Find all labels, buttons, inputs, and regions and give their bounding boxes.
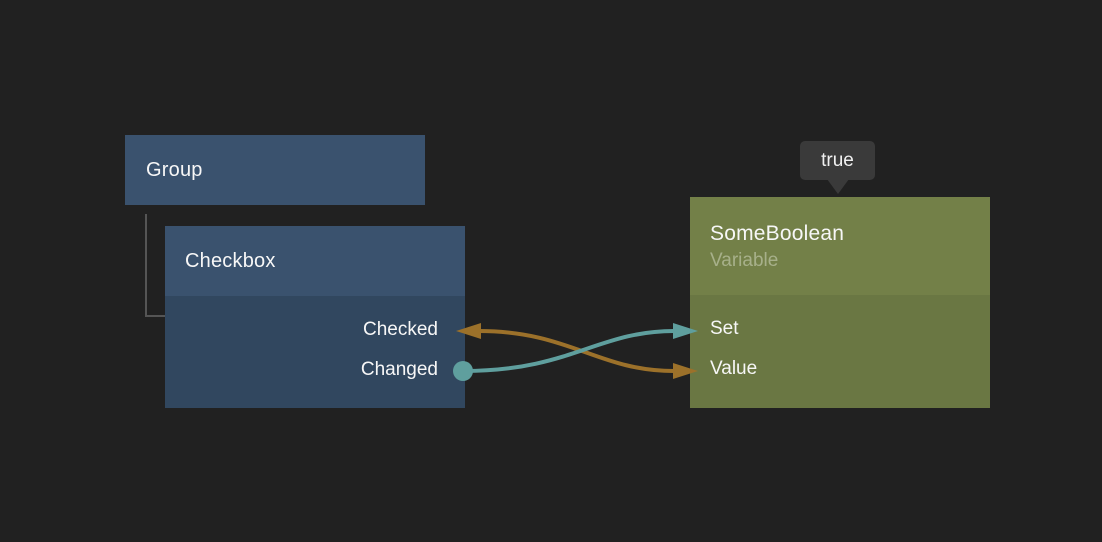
hierarchy-connector-vertical: [145, 214, 147, 317]
node-someboolean[interactable]: SomeBoolean Variable Set Value: [690, 197, 990, 408]
someboolean-node-body: Set Value: [690, 295, 990, 408]
port-checked-label: Checked: [363, 319, 438, 340]
port-set[interactable]: Set: [690, 309, 990, 349]
someboolean-node-header[interactable]: SomeBoolean Variable: [690, 197, 990, 295]
port-changed[interactable]: Changed: [165, 350, 465, 390]
port-set-label: Set: [710, 318, 739, 339]
checkbox-node-header[interactable]: Checkbox: [165, 226, 465, 296]
checkbox-node-title: Checkbox: [185, 249, 276, 272]
port-value[interactable]: Value: [690, 349, 990, 389]
wire-changed-to-set[interactable]: [462, 329, 676, 373]
checkbox-node-body: Checked Changed: [165, 296, 465, 408]
someboolean-node-title: SomeBoolean: [710, 221, 845, 245]
group-node-title: Group: [146, 158, 203, 181]
port-checked[interactable]: Checked: [165, 310, 465, 350]
value-tooltip: true: [800, 141, 875, 180]
node-checkbox[interactable]: Checkbox Checked Changed: [165, 226, 465, 408]
value-tooltip-text: true: [821, 149, 854, 171]
someboolean-node-subtitle: Variable: [710, 249, 779, 271]
wire-checked-to-value[interactable]: [477, 329, 676, 373]
port-value-label: Value: [710, 358, 758, 379]
hierarchy-connector-horizontal: [145, 315, 165, 317]
node-group[interactable]: Group: [125, 135, 425, 205]
value-tooltip-tail-icon: [827, 179, 849, 194]
port-changed-label: Changed: [360, 359, 438, 380]
